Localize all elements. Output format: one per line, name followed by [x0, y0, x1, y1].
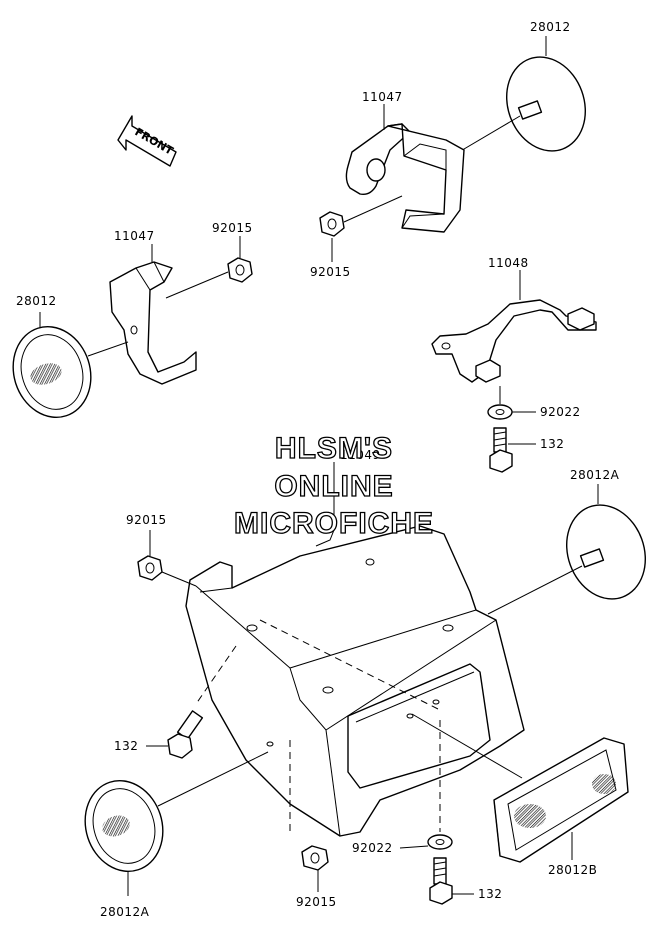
leader-reflector-28012B [411, 713, 523, 779]
label-92015-top: 92015 [310, 265, 351, 279]
reflector-top-right [505, 56, 587, 152]
nut-92015-mid [137, 555, 163, 581]
bracket-11047-top [345, 123, 465, 233]
label-92015-bottom: 92015 [296, 895, 337, 909]
dash-center [259, 619, 441, 711]
label-92015-left: 92015 [212, 221, 253, 235]
leader-nut-mid [161, 571, 197, 587]
bracket-11047-left [109, 261, 197, 385]
label-28012-left: 28012 [16, 294, 57, 308]
reflector-28012B [493, 737, 629, 863]
front-arrow-icon: FRONT [117, 115, 177, 167]
label-92015-mid: 92015 [126, 513, 167, 527]
label-11047-top: 11047 [362, 90, 403, 104]
label-11048: 11048 [488, 256, 529, 270]
leader-reflector-right [487, 565, 583, 615]
reflector-left [12, 326, 92, 418]
leader-nut-top-bracket [343, 195, 403, 223]
label-28012-top: 28012 [530, 20, 571, 34]
label-92022-right: 92022 [540, 405, 581, 419]
label-132-left: 132 [114, 739, 138, 753]
leader-reflector-bottom-left [157, 751, 269, 807]
label-11047-left: 11047 [114, 229, 155, 243]
watermark-line3: MICROFICHE [234, 507, 434, 540]
label-132-right: 132 [540, 437, 564, 451]
label-28012B: 28012B [548, 863, 597, 877]
nut-92015-bottom [301, 845, 329, 871]
leader-nut-left-bracket [165, 271, 229, 299]
label-28012A-right: 28012A [570, 468, 620, 482]
bolt-132-bottom [429, 857, 453, 905]
watermark-line2: ONLINE [274, 470, 393, 503]
label-28012A-bottom: 28012A [100, 905, 150, 919]
bolt-132-right [489, 427, 513, 473]
bolt-132-left [167, 710, 204, 759]
label-92022-bottom: 92022 [352, 841, 393, 855]
nut-92015-left [227, 257, 253, 283]
label-132-bottom: 132 [478, 887, 502, 901]
leader-reflector-left-bracket [87, 341, 129, 357]
label-11049: 11049 [340, 448, 381, 462]
nut-92015-top [319, 211, 345, 237]
main-mount-11049 [185, 525, 525, 837]
watermark-line1: HLSM'S [275, 432, 393, 465]
reflector-right [565, 504, 647, 600]
washer-92022-right [487, 404, 513, 420]
washer-92022-bottom [427, 834, 453, 850]
reflector-bottom-left [84, 780, 164, 872]
leader-92022-bottom [399, 845, 429, 849]
bracket-11048 [431, 299, 597, 383]
